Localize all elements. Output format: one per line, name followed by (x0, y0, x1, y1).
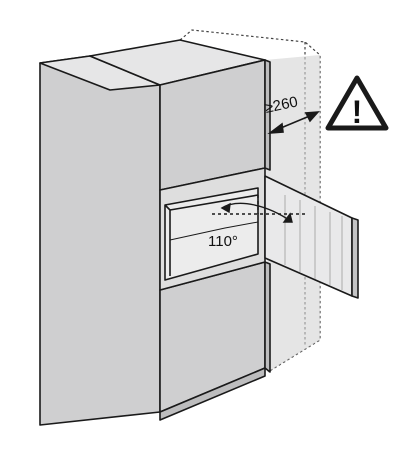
open-door (264, 175, 359, 299)
warning-mark: ! (352, 94, 363, 130)
clearance-label: ≥260 (263, 93, 299, 117)
clearance-arrow (267, 111, 320, 135)
angle-indicator (212, 195, 308, 223)
warning-triangle-icon: ! (325, 75, 389, 131)
right-cabinet (89, 39, 271, 421)
drawer-niche (159, 167, 266, 291)
angle-label: 110° (208, 233, 238, 250)
left-cabinet (39, 55, 161, 426)
